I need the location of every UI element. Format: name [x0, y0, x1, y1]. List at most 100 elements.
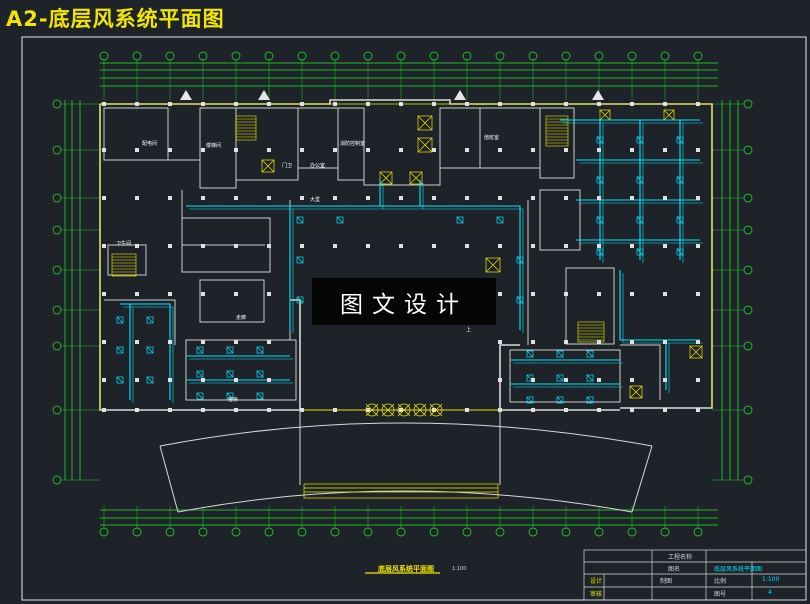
diffuser-cross [556, 396, 564, 404]
diffuser [676, 248, 684, 256]
grid-marker [660, 51, 670, 61]
grid-marker [594, 51, 604, 61]
grid-marker [297, 527, 307, 537]
column [234, 408, 238, 412]
column [696, 196, 700, 200]
column [465, 148, 469, 152]
column [366, 408, 370, 412]
column [135, 148, 139, 152]
grid-marker [52, 225, 62, 235]
column [597, 292, 601, 296]
column [201, 244, 205, 248]
column [432, 148, 436, 152]
diffuser-cross [636, 248, 644, 256]
column [597, 196, 601, 200]
diffuser [146, 346, 154, 354]
column [201, 340, 205, 344]
column [498, 378, 502, 382]
column [168, 102, 172, 106]
diffuser [296, 256, 304, 264]
diffuser-cross [586, 350, 594, 358]
title-block-design-label: 设计 [590, 578, 603, 585]
stair [111, 253, 137, 277]
shaft-cross [417, 115, 433, 131]
column [168, 378, 172, 382]
title-block-number-value: 4 [768, 589, 772, 596]
revolving-door [397, 403, 411, 417]
diffuser [196, 392, 204, 400]
diffuser [116, 316, 124, 324]
column [267, 102, 271, 106]
diffuser-cross [296, 216, 304, 224]
grid-marker [561, 51, 571, 61]
column [630, 340, 634, 344]
column [102, 196, 106, 200]
diffuser-cross [556, 374, 564, 382]
column [234, 196, 238, 200]
diffuser-cross [296, 256, 304, 264]
column [168, 408, 172, 412]
grid-marker [363, 51, 373, 61]
column [663, 102, 667, 106]
grid-marker [330, 51, 340, 61]
shaft-box [689, 345, 703, 359]
diffuser-cross [596, 136, 604, 144]
diffuser [146, 376, 154, 384]
column [465, 196, 469, 200]
title-block-number-label: 图号 [714, 591, 727, 598]
grid-marker [330, 527, 340, 537]
column [531, 378, 535, 382]
grid-marker [743, 99, 753, 109]
diffuser [636, 136, 644, 144]
diffuser [636, 248, 644, 256]
column [663, 408, 667, 412]
column [531, 408, 535, 412]
column [102, 244, 106, 248]
diffuser-cross [526, 396, 534, 404]
grid-marker [52, 99, 62, 109]
column [102, 148, 106, 152]
diffuser-cross [116, 346, 124, 354]
column [399, 102, 403, 106]
column [333, 244, 337, 248]
diffuser-cross [226, 392, 234, 400]
column [432, 196, 436, 200]
diffuser-cross [586, 396, 594, 404]
shaft-box [417, 137, 433, 153]
column [696, 340, 700, 344]
diffuser-cross [146, 376, 154, 384]
column [333, 196, 337, 200]
column [630, 408, 634, 412]
shaft-cross [379, 171, 393, 185]
diffuser-cross [226, 346, 234, 354]
column [267, 408, 271, 412]
grid-marker [561, 527, 571, 537]
column [531, 196, 535, 200]
grid-marker [264, 527, 274, 537]
column [564, 102, 568, 106]
revolving-door [429, 403, 443, 417]
grid-marker [396, 51, 406, 61]
duct-run [186, 205, 521, 330]
grid-marker [231, 527, 241, 537]
grid-marker [132, 51, 142, 61]
diffuser-cross [556, 350, 564, 358]
column [102, 340, 106, 344]
shaft-cross [689, 345, 703, 359]
room-label: 门卫 [282, 163, 293, 169]
diffuser [526, 350, 534, 358]
column [267, 340, 271, 344]
diffuser-cross [196, 346, 204, 354]
diffuser [256, 392, 264, 400]
grid-marker [743, 475, 753, 485]
column [465, 244, 469, 248]
diffuser [676, 136, 684, 144]
diffuser-cross [596, 248, 604, 256]
column [168, 148, 172, 152]
grid-marker [743, 405, 753, 415]
column [300, 148, 304, 152]
column [102, 408, 106, 412]
column [201, 408, 205, 412]
column [663, 244, 667, 248]
column [135, 196, 139, 200]
